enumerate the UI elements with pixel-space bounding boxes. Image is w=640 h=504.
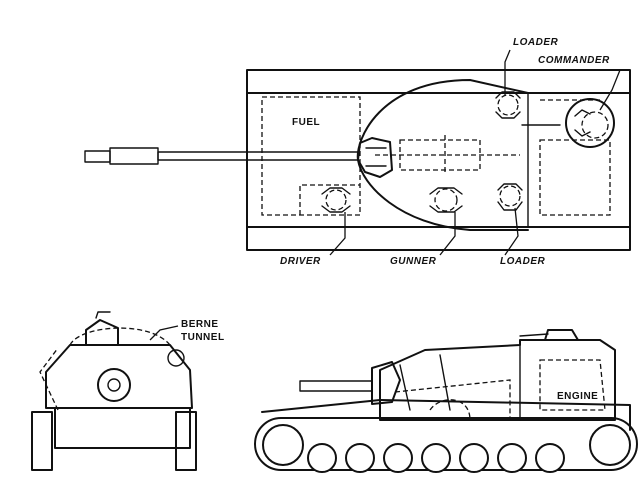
leader-berne-tunnel bbox=[149, 325, 179, 341]
label-commander: COMMANDER bbox=[538, 55, 610, 66]
plan-engine-compartment bbox=[539, 139, 611, 216]
front-berne-tunnel-outline bbox=[69, 327, 171, 346]
side-view bbox=[254, 329, 638, 473]
side-gun-mantlet bbox=[371, 361, 401, 405]
side-idler-wheel bbox=[589, 424, 631, 466]
plan-breech-outline bbox=[399, 139, 481, 171]
leader-commander bbox=[599, 69, 621, 111]
plan-gun-barrel bbox=[157, 151, 359, 161]
front-track-left bbox=[31, 411, 53, 471]
side-superstructure bbox=[379, 339, 616, 421]
side-road-wheel-3 bbox=[383, 443, 413, 473]
plan-gunner-figure bbox=[429, 187, 463, 213]
plan-gun-mantlet bbox=[357, 137, 393, 178]
front-mantlet bbox=[97, 368, 131, 402]
label-tunnel: TUNNEL bbox=[181, 332, 225, 343]
plan-muzzle-brake bbox=[84, 150, 111, 163]
front-track-right bbox=[175, 411, 197, 471]
front-hull-upper bbox=[45, 344, 193, 409]
label-driver: DRIVER bbox=[280, 256, 321, 267]
side-engine-outline bbox=[539, 359, 606, 411]
plan-driver-figure bbox=[321, 187, 351, 213]
plan-commander-cupola bbox=[521, 98, 615, 148]
plan-view bbox=[84, 49, 631, 256]
side-gun-barrel bbox=[299, 380, 373, 392]
side-road-wheel-4 bbox=[421, 443, 451, 473]
side-internal-gun-outline bbox=[394, 379, 511, 420]
plan-loader-figure-bottom bbox=[497, 183, 523, 211]
label-engine: ENGINE bbox=[557, 391, 598, 402]
plan-loader-figure-top bbox=[495, 91, 521, 119]
side-hull-line bbox=[261, 399, 631, 431]
front-view bbox=[31, 311, 197, 471]
side-road-wheel-5 bbox=[459, 443, 489, 473]
plan-driver-compartment bbox=[299, 184, 360, 215]
plan-mantlet-detail bbox=[365, 147, 387, 167]
front-gun-bore bbox=[107, 378, 121, 392]
side-track bbox=[254, 417, 638, 471]
front-cupola-detail bbox=[95, 311, 111, 319]
side-road-wheel-7 bbox=[535, 443, 565, 473]
side-road-wheel-6 bbox=[497, 443, 527, 473]
side-cupola bbox=[544, 329, 579, 341]
label-berne: BERNE bbox=[181, 319, 219, 330]
leader-gunner bbox=[439, 212, 456, 256]
label-gunner: GUNNER bbox=[390, 256, 437, 267]
side-crew-outline bbox=[429, 399, 471, 421]
label-loader-top: LOADER bbox=[513, 37, 559, 48]
side-road-wheel-2 bbox=[345, 443, 375, 473]
side-drive-sprocket bbox=[262, 424, 304, 466]
leader-driver bbox=[329, 212, 346, 256]
side-road-wheel-1 bbox=[307, 443, 337, 473]
side-cupola-periscope bbox=[519, 333, 549, 337]
leader-loader-bottom bbox=[504, 207, 519, 256]
label-loader-bottom: LOADER bbox=[500, 256, 546, 267]
plan-gun-sleeve bbox=[109, 147, 159, 165]
front-cupola bbox=[85, 319, 119, 346]
label-fuel: FUEL bbox=[292, 117, 320, 128]
front-hull-lower bbox=[54, 407, 191, 449]
front-tunnel-hatch bbox=[167, 349, 185, 367]
leader-loader-top bbox=[504, 49, 511, 95]
front-dashed-left bbox=[39, 347, 59, 411]
plan-fuel-compartment bbox=[261, 96, 361, 216]
